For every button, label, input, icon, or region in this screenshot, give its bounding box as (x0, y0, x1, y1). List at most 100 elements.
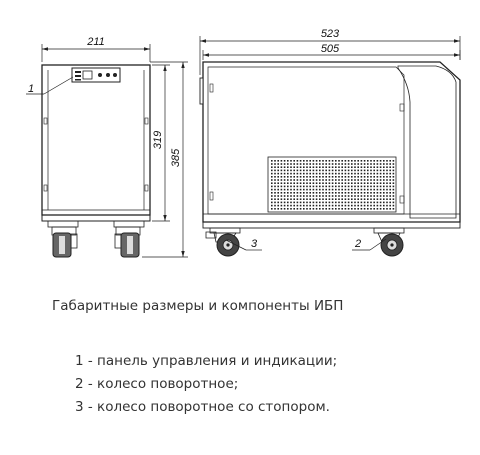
vent-hole (344, 192, 347, 194)
vent-hole (296, 163, 299, 165)
vent-hole (306, 204, 308, 207)
vent-hole (274, 172, 276, 175)
vent-hole (351, 176, 353, 178)
vent-hole (363, 179, 366, 181)
vent-hole (290, 163, 292, 165)
vent-hole (383, 163, 385, 165)
vent-hole (392, 166, 395, 168)
vent-hole (299, 188, 302, 191)
vent-hole (322, 208, 324, 210)
vent-hole (303, 208, 305, 210)
vent-hole (331, 192, 334, 194)
vent-hole (354, 160, 356, 162)
vent-hole (351, 198, 353, 200)
vent-hole (293, 195, 295, 197)
vent-hole (363, 192, 366, 194)
vent-hole (325, 185, 327, 188)
vent-hole (331, 176, 334, 178)
vent-hole (319, 182, 321, 184)
vent-hole (363, 169, 366, 172)
vent-hole (328, 201, 331, 204)
vent-hole (379, 163, 382, 165)
vent-hole (386, 192, 388, 194)
vent-hole (315, 160, 318, 162)
vent-hole (389, 166, 391, 168)
vent-hole (322, 179, 324, 181)
vent-hole (373, 195, 375, 197)
vent-hole (338, 198, 340, 200)
vent-hole (376, 185, 379, 188)
vent-hole (315, 192, 318, 194)
vent-hole (271, 160, 273, 162)
vent-hole (283, 192, 286, 194)
vent-hole (277, 185, 279, 188)
vent-hole (290, 208, 292, 210)
vent-hole (341, 160, 343, 162)
vent-hole (354, 188, 356, 191)
vent-hole (319, 160, 321, 162)
dimension-front-height-total-label: 385 (170, 148, 182, 167)
vent-hole (379, 172, 382, 175)
vent-hole (299, 201, 302, 204)
vent-hole (271, 195, 273, 197)
vent-hole (277, 166, 279, 168)
vent-hole (315, 188, 318, 191)
vent-hole (392, 169, 395, 172)
vent-hole (335, 204, 337, 207)
vent-hole (373, 169, 375, 172)
vent-hole (296, 182, 299, 184)
vent-hole (274, 160, 276, 162)
vent-hole (319, 172, 321, 175)
vent-hole (363, 172, 366, 175)
vent-hole (319, 166, 321, 168)
vent-hole (373, 185, 375, 188)
vent-hole (379, 208, 382, 210)
vent-hole (335, 163, 337, 165)
vent-hole (293, 172, 295, 175)
vent-hole (287, 188, 289, 191)
vent-hole (354, 195, 356, 197)
vent-hole (277, 182, 279, 184)
vent-hole (351, 185, 353, 188)
vent-hole (373, 204, 375, 207)
vent-hole (344, 208, 347, 210)
vent-hole (389, 176, 391, 178)
vent-hole (312, 192, 315, 194)
vent-hole (338, 204, 340, 207)
vent-hole (290, 182, 292, 184)
vent-hole (379, 201, 382, 204)
vent-hole (335, 192, 337, 194)
callout-3-label: 3 (251, 238, 258, 250)
vent-hole (338, 176, 340, 178)
vent-hole (315, 198, 318, 200)
vent-hole (370, 163, 372, 165)
vent-hole (325, 179, 327, 181)
vent-hole (306, 198, 308, 200)
vent-hole (290, 169, 292, 172)
vent-hole (306, 160, 308, 162)
vent-hole (274, 163, 276, 165)
vent-hole (325, 198, 327, 200)
vent-hole (392, 176, 395, 178)
vent-hole (392, 163, 395, 165)
vent-hole (309, 163, 311, 165)
vent-hole (322, 182, 324, 184)
vent-hole (351, 195, 353, 197)
vent-hole (280, 160, 283, 162)
vent-hole (303, 201, 305, 204)
vent-hole (344, 185, 347, 188)
vent-hole (331, 185, 334, 188)
vent-hole (392, 172, 395, 175)
vent-hole (370, 185, 372, 188)
ventilation-grille (267, 156, 397, 213)
vent-hole (280, 195, 283, 197)
vent-hole (376, 172, 379, 175)
vent-hole (376, 163, 379, 165)
vent-hole (383, 179, 385, 181)
vent-hole (303, 172, 305, 175)
vent-hole (373, 182, 375, 184)
vent-hole (379, 179, 382, 181)
vent-hole (370, 160, 372, 162)
dimension-side-length-total-label: 523 (321, 28, 340, 40)
vent-hole (392, 185, 395, 188)
